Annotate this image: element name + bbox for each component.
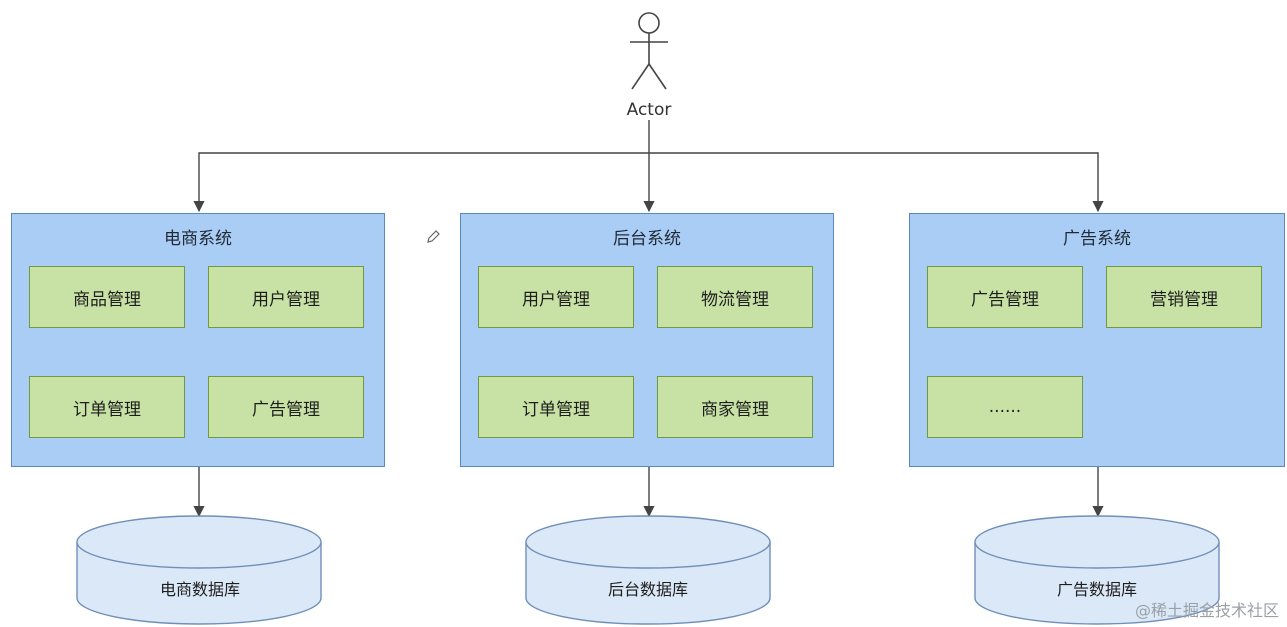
system-backend: 后台系统 用户管理 物流管理 订单管理 商家管理 [460,213,834,467]
system-title: 电商系统 [164,229,232,249]
database-cylinder-3 [974,515,1220,625]
module-box: 用户管理 [478,266,634,328]
system-advertising: 广告系统 广告管理 营销管理 ...... [909,213,1285,467]
module-box: 商家管理 [657,376,813,438]
module-box: 订单管理 [478,376,634,438]
module-box: 营销管理 [1106,266,1262,328]
actor-stick-figure-icon [630,12,668,90]
database-cylinder-2 [525,515,771,625]
system-title: 广告系统 [1063,229,1131,249]
system-title: 后台系统 [613,229,681,249]
module-box: 商品管理 [29,266,185,328]
database-label: 电商数据库 [159,580,240,599]
db-connectors [193,467,1104,518]
database-label: 后台数据库 [607,580,688,599]
module-box: 广告管理 [208,376,364,438]
pencil-icon [427,230,440,243]
connector-actor-right [649,152,1104,213]
database-label: 广告数据库 [1056,580,1137,599]
actor-connectors [193,120,1104,213]
module-box: 广告管理 [927,266,1083,328]
module-box: 订单管理 [29,376,185,438]
module-box: 用户管理 [208,266,364,328]
system-ecommerce: 电商系统 商品管理 用户管理 订单管理 广告管理 [11,213,385,467]
connector-actor-left [193,152,649,213]
module-box: 物流管理 [657,266,813,328]
actor-label: Actor [626,100,672,120]
watermark: @稀土掘金技术社区 [1134,601,1279,620]
module-box: ...... [927,376,1083,438]
database-cylinder-1 [76,515,322,625]
